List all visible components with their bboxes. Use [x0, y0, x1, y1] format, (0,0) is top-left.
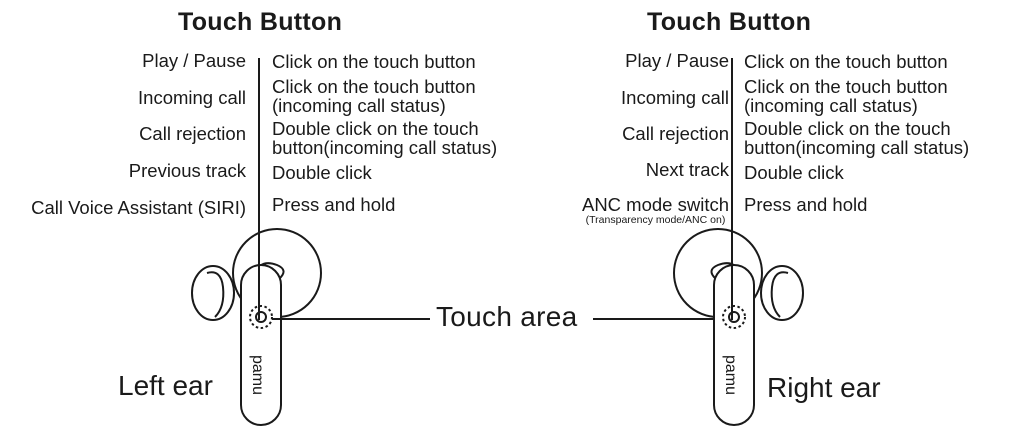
left-function-voice-assistant: Call Voice Assistant (SIRI)	[31, 197, 246, 218]
right-earbud-brand-text: pamu	[722, 355, 739, 395]
right-function-next-track: Next track	[645, 159, 729, 180]
right-operation-anc-mode-switch: Press and hold	[744, 194, 868, 215]
right-function-incoming-call: Incoming call	[621, 87, 729, 108]
left-function-incoming-call: Incoming call	[138, 87, 246, 108]
touch-area-right-leader-line	[593, 318, 743, 320]
right-operation-play-pause: Click on the touch button	[744, 51, 948, 72]
left-function-previous-track: Previous track	[128, 160, 246, 181]
right-operation-next-track: Double click	[744, 162, 844, 183]
touch-area-label: Touch area	[436, 301, 578, 332]
right-operation-incoming-call: Click on the touch button(incoming call …	[744, 76, 948, 116]
right-ear-label: Right ear	[767, 372, 881, 403]
left-operation-voice-assistant: Press and hold	[272, 194, 396, 215]
right-function-play-pause: Play / Pause	[625, 50, 729, 71]
left-operation-incoming-call: Click on the touch button(incoming call …	[272, 76, 476, 116]
left-operation-previous-track: Double click	[272, 162, 372, 183]
left-title: Touch Button	[178, 8, 343, 36]
left-earbud-illustration: pamu	[191, 228, 322, 426]
left-function-call-rejection: Call rejection	[139, 123, 246, 144]
left-earbud-brand-text: pamu	[249, 355, 266, 395]
right-title: Touch Button	[647, 8, 812, 36]
right-earbud-illustration: pamu	[673, 228, 804, 426]
left-touch-panel: Touch Button Play / Pause Click on the t…	[0, 0, 510, 442]
right-function-call-rejection: Call rejection	[622, 123, 729, 144]
left-operation-play-pause: Click on the touch button	[272, 51, 476, 72]
left-ear-label: Left ear	[118, 370, 213, 401]
right-divider-line	[731, 58, 733, 320]
touch-area-left-leader-line	[272, 318, 430, 320]
left-function-play-pause: Play / Pause	[142, 50, 246, 71]
right-touch-panel: Touch Button Play / Pause Click on the t…	[510, 0, 1021, 442]
right-function-anc-mode-switch: ANC mode switch(Transparency mode/ANC on…	[581, 194, 729, 226]
right-function-anc-sub: (Transparency mode/ANC on)	[585, 214, 726, 226]
left-divider-line	[258, 58, 260, 320]
